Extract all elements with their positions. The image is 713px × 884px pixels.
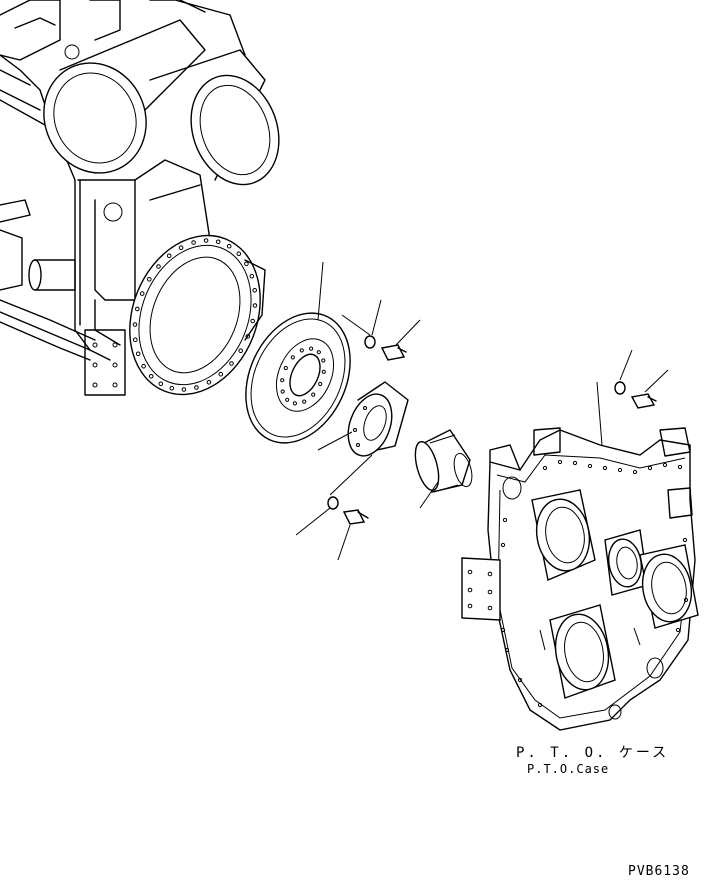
bolt-hole [238,348,243,354]
washer-right [614,381,626,395]
bolt-hole [662,462,668,468]
bolt-hole [203,238,209,243]
bolt-hole [617,467,623,473]
bolt-hole [302,399,307,404]
bolt-hole [280,378,285,383]
bolt-hole [169,385,175,391]
bolt-hole [517,677,523,683]
bolt-hole [206,380,212,385]
bolt-hole [156,264,161,269]
air-cleaner-left [43,19,206,174]
hub [347,381,409,457]
bolt-hole [133,337,138,343]
bolt-hole [572,460,578,466]
bolt-hole [148,374,154,379]
spline-shaft [414,429,473,493]
bolt-hole [236,251,242,256]
bolt-hole [318,381,323,387]
washer-lower [327,496,339,510]
bolt-hole [537,702,543,708]
pto-case-label-en: P.T.O.Case [527,762,610,776]
bolt-hole [683,597,689,603]
bolt-hole [218,371,224,377]
bolt-right [630,393,657,409]
bolt-upper [380,344,407,361]
bolt-hole [557,459,563,465]
port-lower [549,604,616,699]
bolt-hole [647,465,653,471]
bolt-hole [166,253,172,259]
bolt-hole [309,346,314,351]
bolt-hole [226,243,232,249]
bolt-hole [542,465,548,471]
bolt-hole [181,387,187,392]
bolt-hole [158,381,164,387]
bolt-hole [135,351,141,357]
bolt-hole [244,261,249,267]
bolt-hole [135,306,140,312]
bolt-hole [132,322,138,327]
bolt-hole [502,517,508,523]
bolt-hole [632,469,638,475]
bolt-hole [321,358,326,363]
port-right [639,544,699,629]
bolt-hole [500,627,506,633]
bolt-hole [191,240,196,245]
bolt-hole [139,291,145,296]
bolt-hole [141,363,146,369]
bolt-hole [675,627,681,633]
bolt-hole [194,385,199,390]
bolt-hole [249,273,255,279]
bolt-hole [147,277,152,282]
bolt-hole [283,365,288,371]
bolt-hole [285,397,290,402]
port-center [604,529,649,596]
bolt-hole [677,464,683,470]
pto-case-label-jp: P. T. O. ケース [516,745,670,761]
flywheel-housing [129,234,266,396]
bolt-hole [229,361,234,366]
bolt-hole [321,369,326,374]
bolt-hole [250,318,255,324]
drawing-code: PVB6138 [628,864,690,879]
washer-upper [364,335,376,349]
bolt-hole [292,401,297,406]
bolt-hole [587,463,593,469]
coupling-plate [245,312,351,444]
air-cleaner-right [149,0,280,186]
bolt-hole [290,355,295,360]
bolt-hole [299,348,304,353]
bolt-hole [178,245,184,250]
bolt-hole [500,542,506,548]
bolt-hole [311,392,316,397]
bolt-lower [342,509,369,525]
bolt-hole [245,334,251,339]
bolt-hole [215,239,221,245]
port-upper-left [531,489,596,581]
bolt-hole [280,389,285,394]
bolt-hole [252,288,257,293]
pto-case [461,427,699,731]
bolt-hole [682,537,688,543]
bolt-hole [252,303,258,308]
bolt-hole [602,465,608,471]
leader-lines [295,261,669,561]
bolt-hole [316,350,321,355]
bolt-hole [504,647,510,653]
